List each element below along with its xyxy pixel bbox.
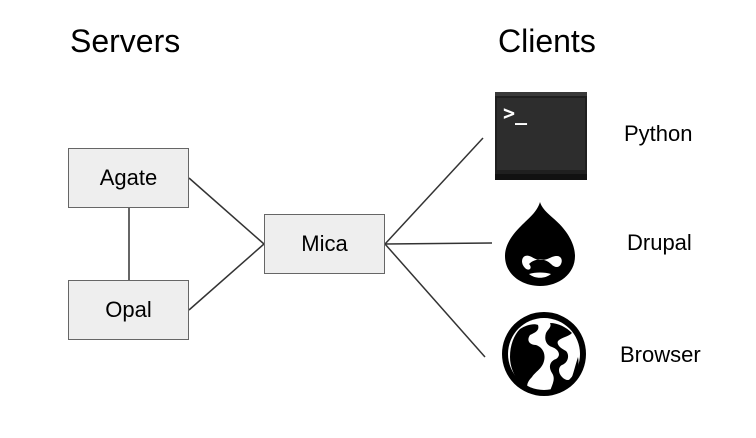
- python-label: Python: [624, 121, 693, 146]
- globe-icon: [502, 312, 586, 396]
- mica-node: Mica: [264, 214, 385, 274]
- agate-node: Agate: [68, 148, 189, 208]
- terminal-prompt: >_: [503, 101, 528, 125]
- clients-heading: Clients: [498, 23, 596, 59]
- edge-mica-drupal: [384, 242, 493, 245]
- servers-heading: Servers: [70, 23, 181, 59]
- drupal-label: Drupal: [627, 230, 692, 255]
- drupal-icon: [505, 202, 575, 286]
- edge-agate-mica: [188, 177, 265, 245]
- terminal-icon: >_: [495, 92, 587, 180]
- browser-label: Browser: [620, 342, 701, 367]
- opal-label: Opal: [105, 297, 152, 322]
- agate-label: Agate: [99, 165, 158, 190]
- opal-node: Opal: [68, 280, 189, 340]
- edge-opal-mica: [188, 243, 265, 311]
- mica-label: Mica: [301, 231, 348, 256]
- edge-mica-python: [384, 137, 484, 245]
- edge-mica-browser: [384, 243, 486, 358]
